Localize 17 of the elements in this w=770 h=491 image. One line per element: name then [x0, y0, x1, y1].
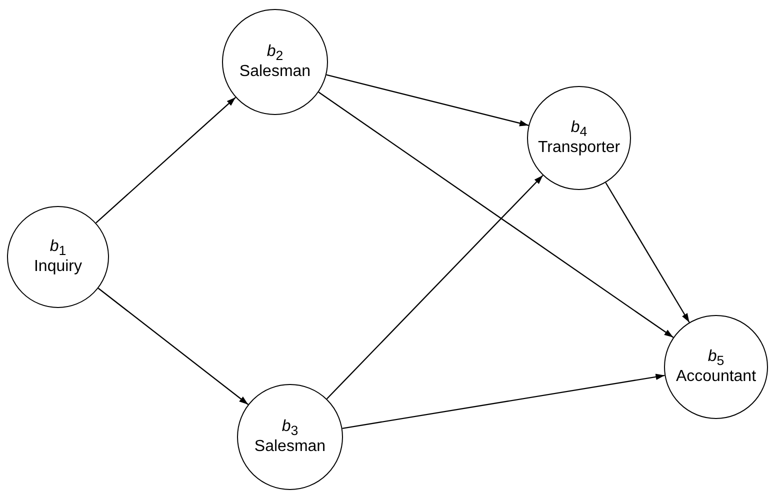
arrow — [326, 74, 529, 126]
arrow — [318, 92, 674, 338]
node-symbol: b$_{2}$ — [266, 42, 284, 64]
arrow — [326, 174, 544, 400]
node-symbol: b$_{1}$ — [50, 238, 66, 258]
arrow — [96, 96, 236, 224]
node-label: Inquiry — [34, 258, 82, 276]
arrow — [342, 374, 665, 429]
arrow — [605, 182, 690, 323]
node-label: Salesman — [254, 438, 326, 456]
node-symbol: b$_{3}$ — [282, 418, 298, 438]
node-label: Accountant — [676, 368, 756, 386]
node-label: Salesman — [239, 63, 311, 82]
node-symbol: b$_{4}$ — [570, 118, 588, 140]
node-symbol: b$_{5}$ — [708, 348, 724, 368]
arrow — [98, 288, 248, 405]
node-label: Transporter — [538, 139, 620, 158]
